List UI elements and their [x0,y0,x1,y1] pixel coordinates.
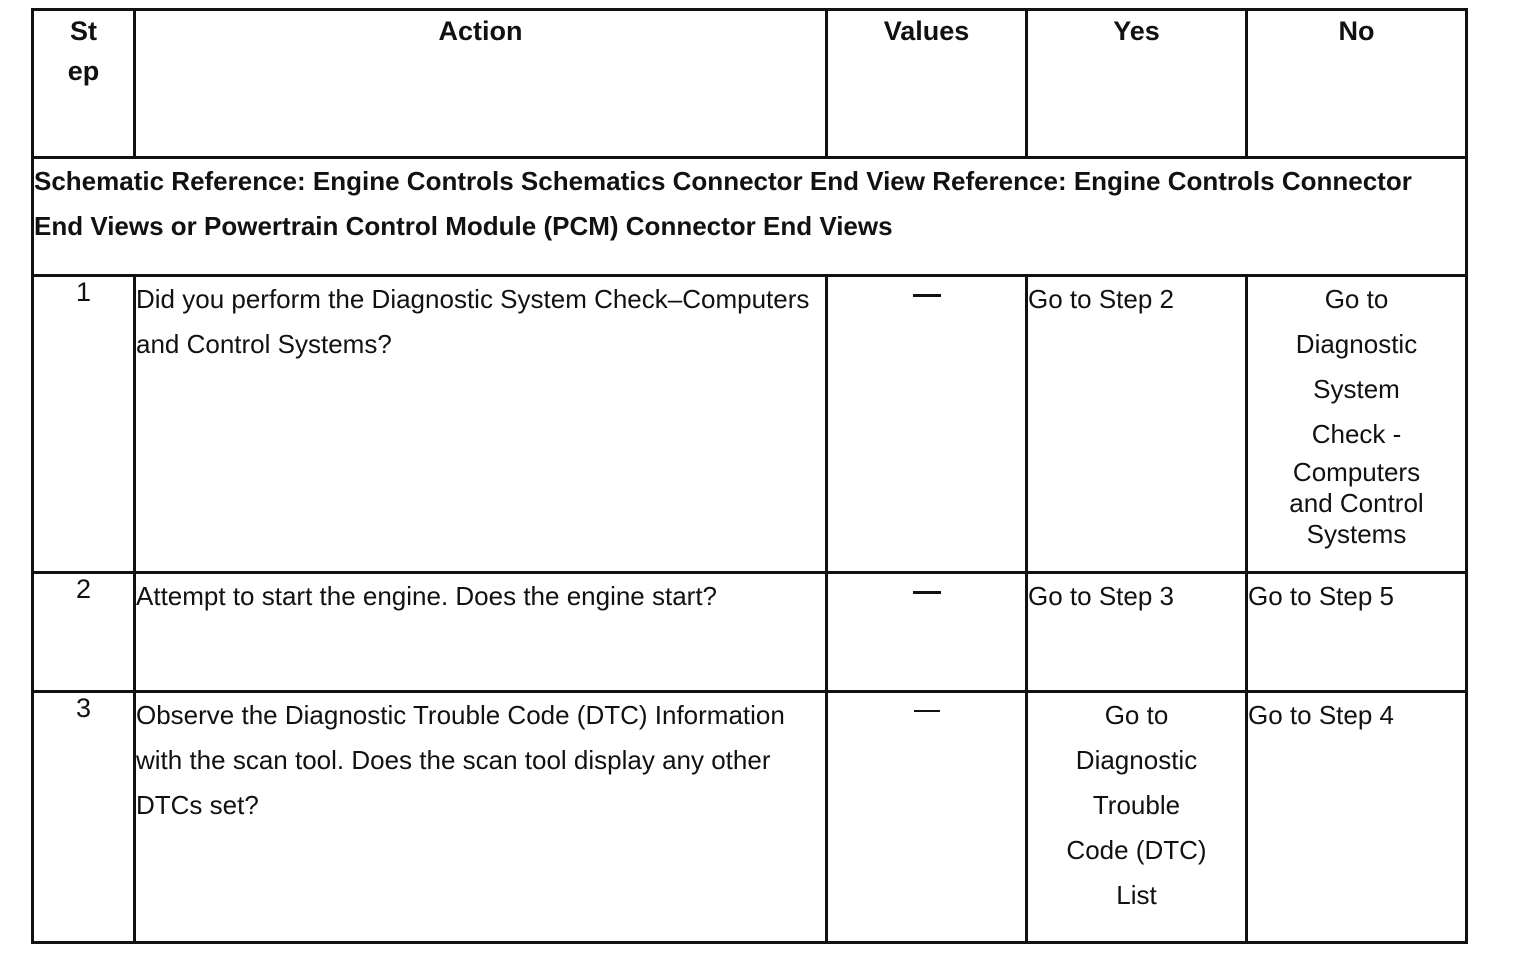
dash-mark [912,293,941,297]
yes-line: Diagnostic [1075,745,1198,775]
step-number: 3 [31,690,136,944]
no-line: and Control [1289,488,1424,518]
no-outcome: Go to Step 4 [1245,690,1468,944]
action-text: Did you perform the Diagnostic System Ch… [133,274,828,574]
step-number: 1 [31,274,136,574]
yes-outcome: Go to Step 2 [1025,274,1248,574]
header-action: Action [133,8,828,159]
values-cell [825,571,1028,693]
header-values: Values [825,8,1028,159]
diagnostic-table: St ep Action Values Yes No Schematic Ref… [31,8,1468,944]
schematic-reference: Schematic Reference: Engine Controls Sch… [31,156,1468,277]
action-text: Attempt to start the engine. Does the en… [133,571,828,693]
header-step: St ep [31,8,136,159]
header-yes: Yes [1025,8,1248,159]
dash-mark [913,710,940,713]
table-row: 2 Attempt to start the engine. Does the … [31,571,1468,693]
header-step-line2: ep [67,56,100,86]
no-outcome: Go to Step 5 [1245,571,1468,693]
header-row: St ep Action Values Yes No [31,8,1468,159]
yes-line: Go to [1104,700,1169,730]
table-row: 1 Did you perform the Diagnostic System … [31,274,1468,574]
no-line: Go to [1324,284,1389,314]
header-no: No [1245,8,1468,159]
no-line: Diagnostic [1295,329,1418,359]
values-cell [825,274,1028,574]
no-line: Systems [1306,519,1407,549]
step-number: 2 [31,571,136,693]
dash-mark [912,590,941,594]
values-cell [825,690,1028,944]
yes-line: List [1116,880,1157,910]
no-line: Computers [1292,457,1421,487]
yes-outcome: Go to Diagnostic Trouble Code (DTC) List [1025,690,1248,944]
no-outcome: Go to Diagnostic System Check - Computer… [1245,274,1468,574]
table-row: 3 Observe the Diagnostic Trouble Code (D… [31,690,1468,944]
header-step-line1: St [70,16,97,46]
action-text: Observe the Diagnostic Trouble Code (DTC… [133,690,828,944]
yes-line: Code (DTC) [1066,835,1207,865]
yes-outcome: Go to Step 3 [1025,571,1248,693]
reference-row: Schematic Reference: Engine Controls Sch… [31,156,1468,277]
no-line: Check - [1311,419,1402,449]
no-line: System [1313,374,1400,404]
yes-line: Trouble [1092,790,1181,820]
